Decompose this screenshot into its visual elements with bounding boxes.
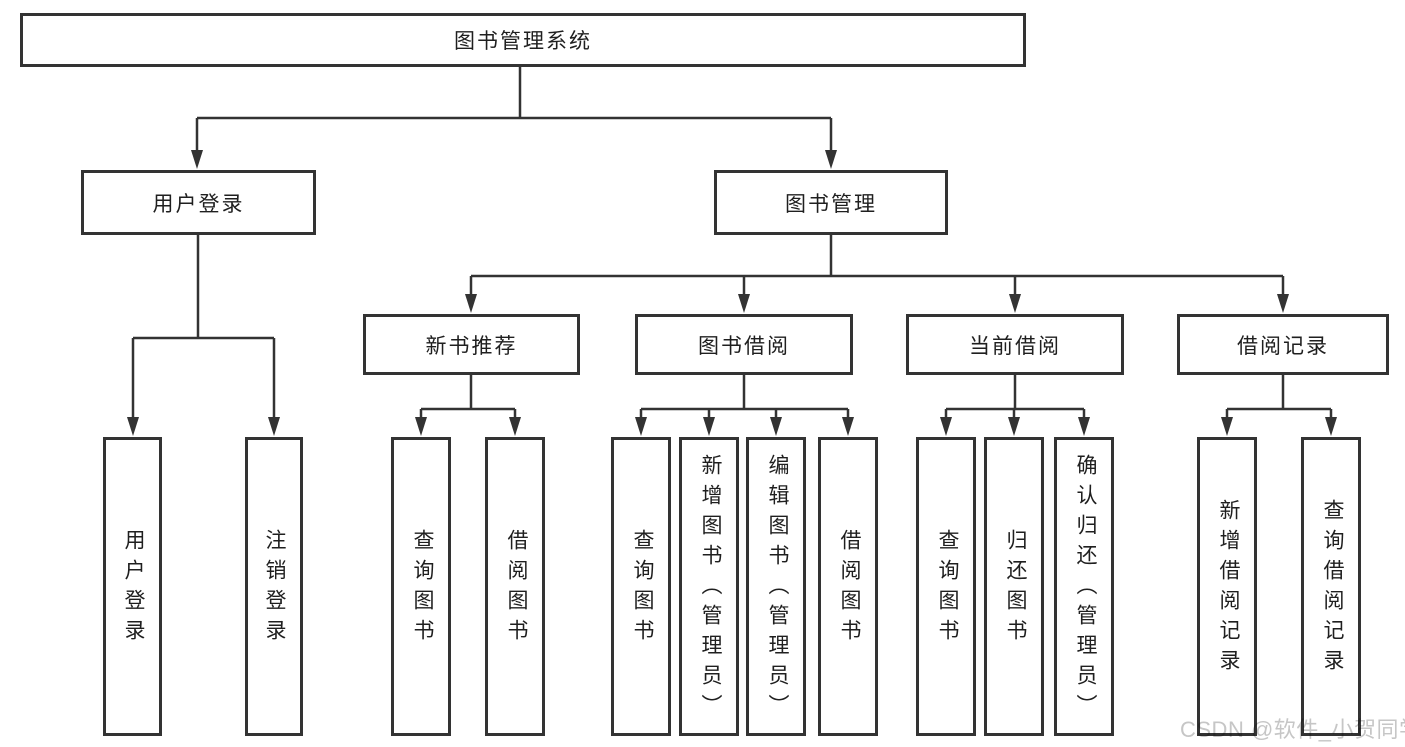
node-user-login: 用户登录 [81, 170, 316, 235]
node-book-management-label: 图书管理 [785, 192, 877, 216]
leaf-cb-confirm-return-admin-label: 确认归还（管理员） [1074, 453, 1097, 724]
leaf-user-login: 用户登录 [103, 437, 162, 736]
node-book-management: 图书管理 [714, 170, 948, 235]
node-new-book-recommend-label: 新书推荐 [425, 334, 518, 358]
leaf-nbr-borrow-books: 借阅图书 [485, 437, 545, 736]
leaf-cb-return-books: 归还图书 [984, 437, 1044, 736]
leaf-bb-query-books-label: 查询图书 [631, 528, 654, 649]
leaf-br-add-record-label: 新增借阅记录 [1217, 498, 1240, 679]
leaf-cb-return-books-label: 归还图书 [1004, 528, 1027, 649]
leaf-bb-add-books-admin: 新增图书（管理员） [679, 437, 739, 736]
leaf-nbr-query-books-label: 查询图书 [411, 528, 434, 649]
leaf-bb-add-books-admin-label: 新增图书（管理员） [699, 453, 722, 724]
leaf-cb-query-books: 查询图书 [916, 437, 976, 736]
leaf-bb-borrow-books: 借阅图书 [818, 437, 878, 736]
leaf-bb-edit-books-admin-label: 编辑图书（管理员） [766, 453, 789, 724]
watermark: CSDN @软件_小贺同学 [1180, 717, 1405, 742]
leaf-bb-query-books: 查询图书 [611, 437, 671, 736]
node-book-borrow-label: 图书借阅 [698, 334, 790, 358]
leaf-bb-borrow-books-label: 借阅图书 [838, 528, 861, 649]
leaf-nbr-borrow-books-label: 借阅图书 [505, 528, 528, 649]
node-new-book-recommend: 新书推荐 [363, 314, 580, 375]
arrowheads [127, 150, 1337, 436]
node-book-borrow: 图书借阅 [635, 314, 853, 375]
leaf-br-query-record: 查询借阅记录 [1301, 437, 1361, 736]
node-root-label: 图书管理系统 [454, 30, 592, 53]
leaf-user-login-label: 用户登录 [122, 528, 145, 649]
leaf-bb-edit-books-admin: 编辑图书（管理员） [746, 437, 806, 736]
leaf-nbr-query-books: 查询图书 [391, 437, 451, 736]
leaf-br-add-record: 新增借阅记录 [1197, 437, 1257, 736]
node-current-borrow: 当前借阅 [906, 314, 1124, 375]
leaf-cb-query-books-label: 查询图书 [936, 528, 959, 649]
node-borrow-records-label: 借阅记录 [1237, 334, 1329, 358]
node-user-login-label: 用户登录 [152, 192, 245, 216]
leaf-br-query-record-label: 查询借阅记录 [1321, 498, 1344, 679]
node-borrow-records: 借阅记录 [1177, 314, 1389, 375]
node-current-borrow-label: 当前借阅 [969, 334, 1061, 358]
leaf-logout: 注销登录 [245, 437, 303, 736]
leaf-logout-label: 注销登录 [263, 528, 286, 649]
node-root: 图书管理系统 [20, 13, 1026, 67]
leaf-cb-confirm-return-admin: 确认归还（管理员） [1054, 437, 1114, 736]
